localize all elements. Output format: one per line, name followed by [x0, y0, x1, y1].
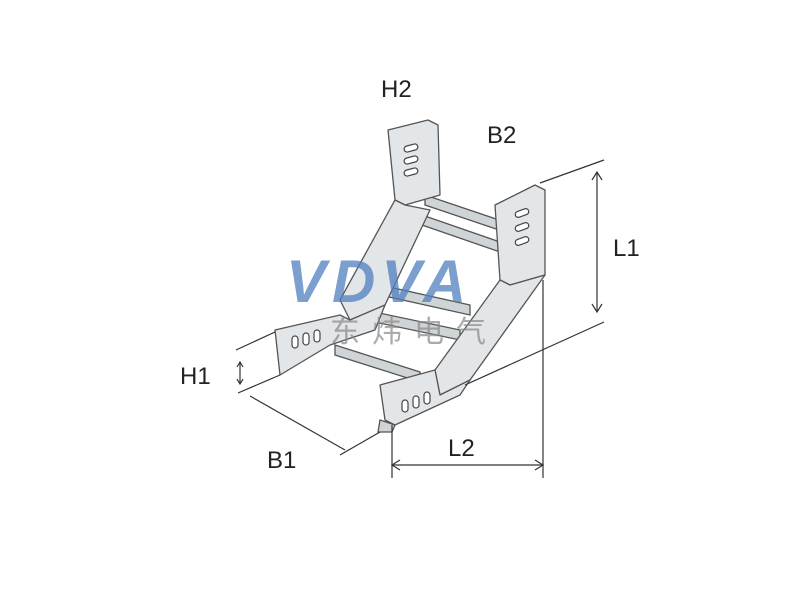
- slot-hole: [403, 167, 419, 177]
- slot-hole: [412, 395, 420, 409]
- rung: [334, 344, 421, 383]
- label-l1: L1: [613, 235, 640, 262]
- slot-hole: [291, 335, 299, 349]
- slot-hole: [302, 332, 310, 346]
- lower-left-rail: [274, 304, 386, 376]
- slot-hole: [514, 222, 530, 232]
- slot-hole: [514, 236, 530, 246]
- watermark-logo: VDVA: [286, 248, 472, 315]
- slot-hole: [403, 143, 419, 153]
- upper-right-rail: [494, 184, 546, 286]
- slot-hole: [403, 155, 419, 165]
- ladder-drawing: [274, 119, 546, 433]
- label-l2: L2: [448, 435, 475, 462]
- watermark: VDVA 东炜电气: [286, 248, 498, 350]
- slot-hole: [423, 391, 431, 405]
- slot-hole: [514, 208, 530, 218]
- label-b2: B2: [487, 122, 516, 149]
- label-b1: B1: [267, 447, 296, 474]
- label-h2: H2: [381, 76, 412, 103]
- label-h1: H1: [180, 363, 211, 390]
- dimension-lines: [235, 159, 605, 478]
- slot-hole: [401, 399, 409, 413]
- watermark-company: 东炜电气: [330, 315, 498, 350]
- slot-hole: [313, 329, 321, 343]
- slot-holes: [291, 143, 530, 413]
